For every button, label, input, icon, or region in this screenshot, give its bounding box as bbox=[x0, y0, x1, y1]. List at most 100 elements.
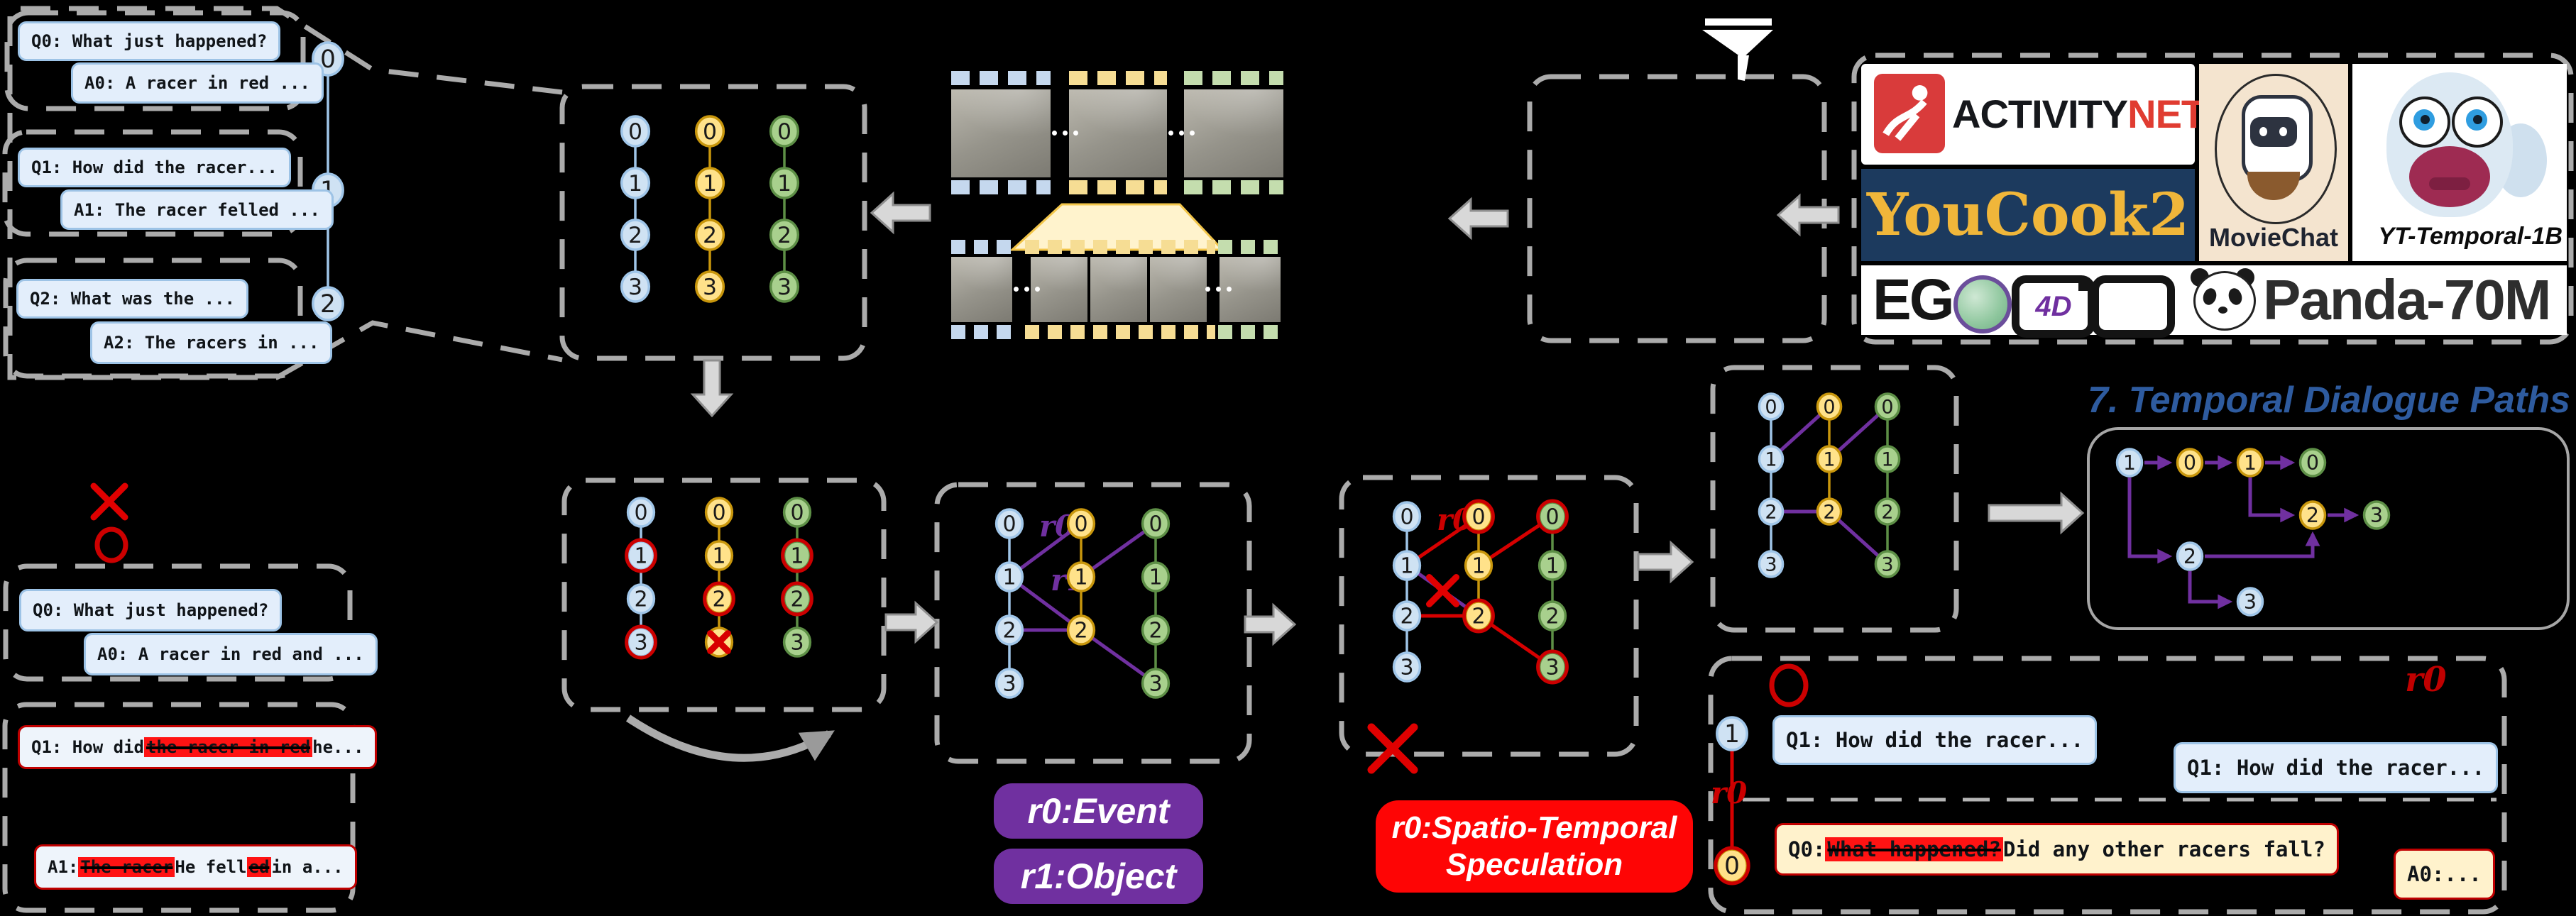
br-q1-bubble-2: Q1: How did the racer... bbox=[2174, 742, 2499, 793]
graph-node-yellow bbox=[1816, 497, 1843, 526]
bl-q1-pre: Q1: How did bbox=[31, 737, 144, 757]
activitynet-wordmark: ACTIVITYNET bbox=[1952, 64, 2205, 165]
graph-node-yellow bbox=[694, 219, 725, 251]
video-frame-thumbnail bbox=[951, 257, 1012, 322]
node-label: 2 bbox=[320, 290, 336, 319]
node-label: 0 bbox=[2183, 451, 2196, 475]
node-label: 2 bbox=[2183, 545, 2196, 568]
mouth-icon bbox=[2409, 146, 2490, 207]
moviechat-logo-card: MovieChat bbox=[2199, 64, 2348, 261]
node-label: 2 bbox=[634, 587, 647, 612]
datasets-box bbox=[1851, 53, 2574, 345]
a0-bubble: A0: A racer in red ... bbox=[71, 62, 324, 104]
a1-text: A1: The racer felled ... bbox=[74, 199, 320, 220]
graph-node-blue bbox=[620, 219, 651, 251]
robot-head-icon bbox=[2242, 95, 2313, 182]
activitynet-text-black: ACTIVITY bbox=[1952, 92, 2128, 136]
bl-q1-bubble: Q1: How did the racer in red he... bbox=[18, 725, 378, 769]
filter-funnel-icon bbox=[1702, 18, 1773, 81]
moviechat-wordmark: MovieChat bbox=[2208, 223, 2339, 252]
graph-node-green bbox=[782, 627, 812, 658]
reject-cross-icon bbox=[90, 482, 128, 521]
graph-node-green bbox=[1538, 600, 1567, 631]
node-label: 0 bbox=[1002, 512, 1016, 537]
flagged-ring bbox=[1462, 499, 1495, 534]
bl-a1-post: in a... bbox=[271, 857, 344, 877]
node-label: 3 bbox=[1765, 553, 1777, 575]
node-label: 0 bbox=[1471, 505, 1485, 530]
node-label: 3 bbox=[628, 275, 642, 300]
node-label: 2 bbox=[703, 223, 717, 248]
face-icon bbox=[2386, 72, 2513, 217]
node-label: 3 bbox=[2244, 590, 2257, 614]
relation-edge bbox=[1008, 575, 1083, 632]
node-label: 1 bbox=[2244, 451, 2257, 475]
flagged-ring bbox=[781, 581, 813, 617]
graph-node-yellow bbox=[1816, 445, 1843, 473]
bl-q1-post: he... bbox=[312, 737, 364, 757]
ellipsis-dots bbox=[1052, 131, 1078, 136]
ellipsis-dots bbox=[1014, 287, 1040, 292]
node-reject-cross-icon bbox=[707, 630, 731, 654]
bl-qa-group-box-1 bbox=[2, 702, 356, 913]
activitynet-logo-card: ACTIVITYNET bbox=[1861, 64, 2205, 165]
ellipsis-dots bbox=[1168, 131, 1195, 136]
node-label: 1 bbox=[1074, 565, 1087, 590]
speculation-line2: Speculation bbox=[1445, 847, 1623, 882]
q1-bubble: Q1: How did the racer... bbox=[18, 148, 291, 187]
node-label: 2 bbox=[1765, 501, 1777, 523]
moviechat-ellipse bbox=[2215, 74, 2337, 224]
qa-group-box-2 bbox=[3, 258, 303, 379]
node-label: 0 bbox=[1823, 396, 1835, 418]
graph-node-blue bbox=[620, 270, 651, 303]
br-q0-pre: Q0: bbox=[1788, 837, 1826, 861]
graph-node-yellow bbox=[694, 167, 725, 199]
sprocket-row-green bbox=[1184, 180, 1283, 194]
node-label: 0 bbox=[1724, 852, 1740, 881]
graph-node-blue bbox=[1392, 600, 1422, 631]
flagged-ring bbox=[1536, 649, 1569, 685]
node-label: 2 bbox=[790, 587, 804, 612]
node-label: 1 bbox=[1823, 448, 1835, 470]
temporal-paths-box bbox=[2087, 427, 2570, 630]
video-frame-thumbnail bbox=[1069, 89, 1167, 177]
sprocket-row-yellow bbox=[1025, 240, 1215, 254]
arrow-relations-to-speculation bbox=[1244, 602, 1297, 646]
graph-node-yellow bbox=[1464, 550, 1493, 581]
q0-bubble: Q0: What just happened? bbox=[18, 21, 281, 61]
br-q1-text-1: Q1: How did the racer... bbox=[1786, 728, 2084, 752]
youcook2-wordmark: YouCook2 bbox=[1866, 181, 2190, 249]
bl-a1-pre: A1: bbox=[48, 857, 79, 877]
arrow-filter-to-relations bbox=[884, 600, 939, 644]
node-label: 1 bbox=[1471, 554, 1485, 579]
node-label: 1 bbox=[1724, 720, 1740, 749]
node-label: 0 bbox=[790, 501, 804, 526]
graph-node-blue bbox=[1392, 651, 1422, 683]
a1-bubble: A1: The racer felled ... bbox=[60, 189, 334, 230]
node-label: 2 bbox=[1823, 501, 1835, 523]
graph-node-blue bbox=[620, 115, 651, 148]
graph-node-yellow bbox=[704, 540, 734, 571]
activitynet-text-red: NET bbox=[2127, 92, 2205, 136]
q2-bubble: Q2: What was the ... bbox=[16, 279, 248, 319]
ego4d-eg-text: EG bbox=[1873, 267, 1954, 332]
graph-node-yellow bbox=[694, 270, 725, 303]
panda-icon bbox=[2191, 268, 2256, 331]
node-label: 0 bbox=[777, 119, 791, 145]
sprocket-row-green bbox=[1184, 71, 1283, 85]
sprocket-row-yellow bbox=[1025, 325, 1215, 339]
graph-node-green bbox=[1874, 497, 1901, 526]
node-label: 0 bbox=[703, 119, 717, 145]
bl-q0-text: Q0: What just happened? bbox=[33, 600, 269, 620]
video-frame-thumbnail bbox=[1031, 257, 1087, 322]
node-label: 3 bbox=[703, 275, 717, 300]
graph-node-green bbox=[769, 115, 800, 148]
sprocket-row-green bbox=[1218, 240, 1282, 254]
stage4-speculation-graph-box bbox=[1339, 475, 1639, 757]
node-label: 2 bbox=[1002, 619, 1016, 644]
node-label: 2 bbox=[1149, 619, 1162, 644]
graph-node-green bbox=[769, 270, 800, 303]
relation-edge bbox=[1080, 628, 1157, 685]
